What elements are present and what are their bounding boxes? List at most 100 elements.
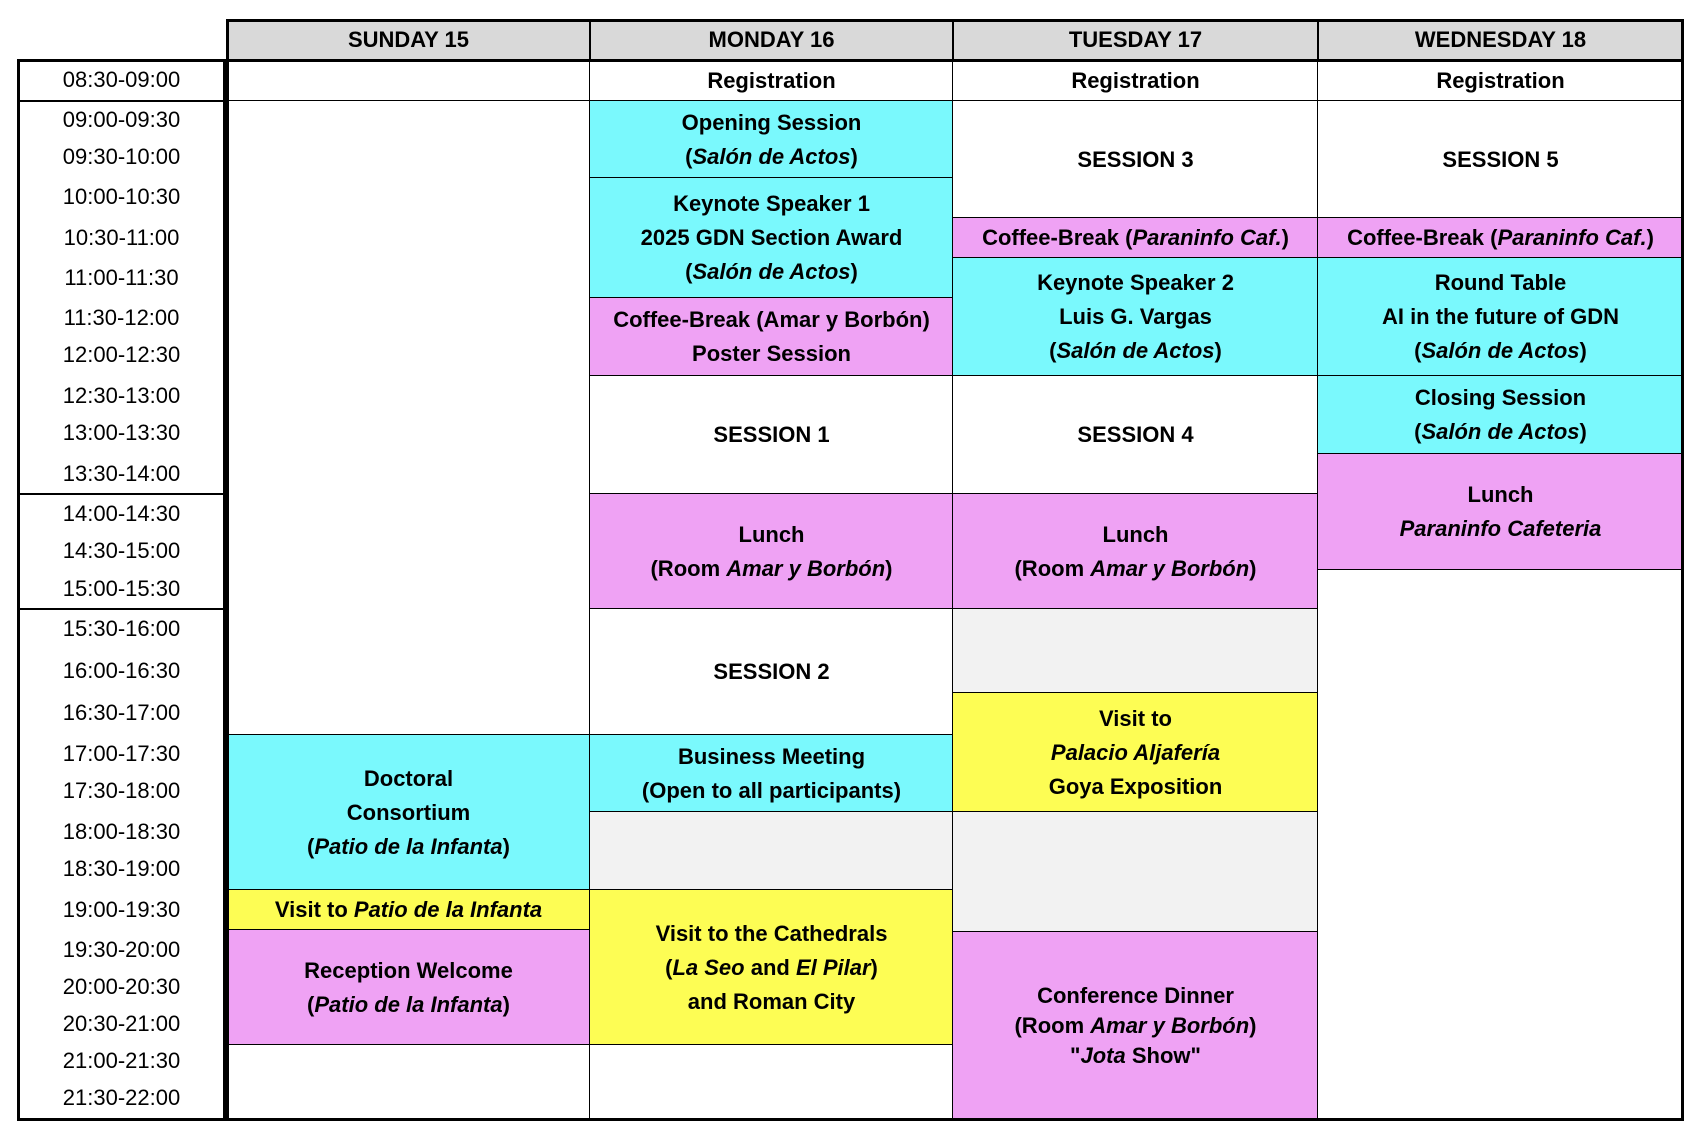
time-slot: 09:30-10:00 bbox=[62, 144, 181, 169]
monday-empty-evening bbox=[589, 1044, 954, 1121]
event-place: (Salón de Actos) bbox=[1049, 338, 1222, 363]
sunday-reception-welcome: Reception Welcome (Patio de la Infanta) bbox=[226, 929, 591, 1046]
event-title: SESSION 1 bbox=[713, 422, 830, 447]
monday-visit-cathedrals: Visit to the Cathedrals (La Seo and El P… bbox=[589, 889, 954, 1046]
event-place-name: Salón de Actos bbox=[692, 259, 851, 284]
time-slot: 14:00-14:30 bbox=[62, 501, 181, 526]
monday-free-slot bbox=[589, 811, 954, 891]
time-slot: 10:00-10:30 bbox=[62, 184, 181, 209]
event-subtitle: and Roman City bbox=[687, 988, 856, 1014]
header-tuesday-label: TUESDAY 17 bbox=[1068, 27, 1203, 52]
event-title: Conference Dinner bbox=[1037, 983, 1234, 1008]
event-place-name: Salón de Actos bbox=[1421, 338, 1580, 363]
event-place-name: Patio de la Infanta bbox=[314, 991, 503, 1017]
time-slot: 18:30-19:00 bbox=[62, 856, 181, 881]
header-wednesday: WEDNESDAY 18 bbox=[1317, 19, 1684, 61]
event-title: Visit to bbox=[1099, 705, 1172, 731]
time-slot: 15:30-16:00 bbox=[62, 616, 181, 641]
event-title: Lunch bbox=[738, 521, 805, 547]
event-title: Visit to Patio de la Infanta bbox=[275, 893, 542, 927]
event-place: (Room Amar y Borbón) bbox=[1014, 552, 1256, 586]
event-title: Lunch bbox=[1102, 521, 1169, 547]
sunday-visit-patio: Visit to Patio de la Infanta bbox=[226, 889, 591, 931]
event-title-prefix: Visit to bbox=[274, 897, 354, 922]
event-place-name: El Pilar bbox=[795, 954, 871, 980]
event-place-prefix: (Room bbox=[1014, 555, 1091, 581]
time-slot: 18:00-18:30 bbox=[62, 819, 181, 844]
event-place-name: Paraninfo Caf. bbox=[1132, 225, 1282, 250]
event-title: Registration bbox=[1071, 67, 1200, 93]
event-subtitle: Luis G. Vargas bbox=[1059, 304, 1212, 329]
event-title: Closing Session bbox=[1414, 385, 1587, 410]
event-title: Coffee-Break (Paraninfo Caf.) bbox=[1347, 221, 1654, 255]
event-place: (Salón de Actos) bbox=[1414, 419, 1587, 444]
time-slot: 20:00-20:30 bbox=[62, 974, 181, 999]
time-slot: 17:00-17:30 bbox=[62, 741, 181, 766]
wednesday-empty-afternoon bbox=[1317, 569, 1684, 1121]
event-title: SESSION 4 bbox=[1077, 422, 1194, 447]
event-title: SESSION 2 bbox=[713, 659, 830, 684]
time-slot: 15:00-15:30 bbox=[62, 576, 181, 601]
event-title: Opening Session bbox=[681, 109, 862, 135]
event-place-name: Amar y Borbón bbox=[1090, 1013, 1250, 1038]
event-place-prefix: (Room bbox=[1014, 1013, 1091, 1038]
event-place-name: Palacio Aljafería bbox=[1050, 739, 1221, 765]
monday-lunch: Lunch (Room Amar y Borbón) bbox=[589, 493, 954, 610]
wednesday-registration: Registration bbox=[1317, 59, 1684, 102]
time-slot: 08:30-09:00 bbox=[62, 67, 181, 92]
time-slot: 12:00-12:30 bbox=[62, 342, 181, 367]
event-title-suffix: ) bbox=[1646, 225, 1654, 250]
event-place-name: Paraninfo Cafeteria bbox=[1399, 516, 1602, 541]
event-title: Keynote Speaker 1 bbox=[673, 191, 870, 216]
time-slot: 11:30-12:00 bbox=[63, 305, 180, 330]
time-slot: 16:30-17:00 bbox=[62, 700, 181, 725]
sunday-doctoral-consortium: Doctoral Consortium (Patio de la Infanta… bbox=[226, 734, 591, 891]
tuesday-free-slot bbox=[952, 811, 1319, 933]
event-place-name: Patio de la Infanta bbox=[314, 833, 503, 859]
event-place: (La Seo and El Pilar) bbox=[665, 954, 878, 980]
event-title: Reception Welcome bbox=[304, 957, 513, 983]
header-tuesday: TUESDAY 17 bbox=[952, 19, 1319, 61]
time-divider bbox=[17, 493, 226, 495]
event-place-name: Amar y Borbón bbox=[726, 555, 886, 581]
sunday-empty-evening bbox=[226, 1044, 591, 1121]
event-place: (Salón de Actos) bbox=[1414, 338, 1587, 363]
time-slot: 19:30-20:00 bbox=[62, 937, 181, 962]
tuesday-keynote-2: Keynote Speaker 2 Luis G. Vargas (Salón … bbox=[952, 257, 1319, 377]
event-title-prefix: Coffee-Break ( bbox=[1347, 225, 1498, 250]
tuesday-free-slot bbox=[952, 608, 1319, 694]
event-subtitle-name: Jota bbox=[1080, 1043, 1126, 1068]
event-place-name: Salón de Actos bbox=[692, 143, 851, 169]
time-slot: 09:00-09:30 bbox=[62, 107, 181, 132]
event-place-suffix: ) bbox=[1249, 555, 1257, 581]
event-place-suffix: ) bbox=[1249, 1013, 1257, 1038]
event-title: Business Meeting bbox=[677, 743, 866, 769]
time-slot: 19:00-19:30 bbox=[62, 897, 181, 922]
event-place-name: Amar y Borbón bbox=[1090, 555, 1250, 581]
event-place-prefix: (Room bbox=[650, 555, 727, 581]
event-place-name: Salón de Actos bbox=[1056, 338, 1215, 363]
event-place: (Patio de la Infanta) bbox=[307, 991, 510, 1017]
event-subtitle-suffix: Show" bbox=[1125, 1043, 1201, 1068]
monday-keynote-1: Keynote Speaker 1 2025 GDN Section Award… bbox=[589, 177, 954, 299]
event-subtitle: (Open to all participants) bbox=[641, 777, 902, 803]
event-subtitle: "Jota Show" bbox=[1070, 1041, 1201, 1071]
wednesday-round-table: Round Table AI in the future of GDN (Sal… bbox=[1317, 257, 1684, 377]
event-title: Doctoral bbox=[363, 765, 454, 791]
time-slot: 17:30-18:00 bbox=[62, 778, 181, 803]
event-place-name: La Seo bbox=[672, 954, 745, 980]
event-title-suffix: ) bbox=[1281, 225, 1289, 250]
wednesday-closing-session: Closing Session (Salón de Actos) bbox=[1317, 375, 1684, 455]
time-slot: 16:00-16:30 bbox=[62, 658, 181, 683]
monday-registration: Registration bbox=[589, 59, 954, 102]
event-title: Keynote Speaker 2 bbox=[1037, 270, 1234, 295]
tuesday-session-4: SESSION 4 bbox=[952, 375, 1319, 495]
tuesday-visit-aljaferia: Visit to Palacio Aljafería Goya Expositi… bbox=[952, 692, 1319, 813]
time-slot: 13:30-14:00 bbox=[62, 461, 181, 486]
tuesday-registration: Registration bbox=[952, 59, 1319, 102]
time-slot: 12:30-13:00 bbox=[62, 383, 181, 408]
event-title: Round Table bbox=[1434, 270, 1567, 295]
time-slot: 10:30-11:00 bbox=[63, 225, 180, 250]
header-wednesday-label: WEDNESDAY 18 bbox=[1414, 27, 1587, 52]
event-title-prefix: Coffee-Break ( bbox=[982, 225, 1133, 250]
